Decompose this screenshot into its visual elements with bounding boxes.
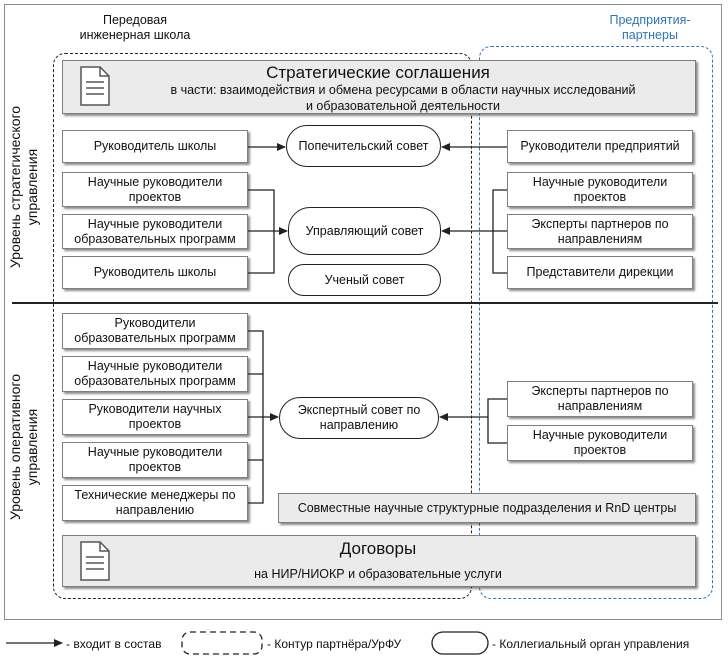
partner-experts-box: Эксперты партнеров по направлениям: [507, 214, 693, 249]
directorate-reps-box: Представители дирекции: [507, 256, 693, 289]
project-research-leads-box: Научные руководители проектов: [62, 442, 248, 478]
program-heads-box: Руководители образовательных программ: [62, 313, 248, 349]
academic-council: Ученый совет: [288, 264, 441, 296]
management-council: Управляющий совет: [288, 207, 441, 255]
strategic-banner-subtitle: в части: взаимодействия и обмена ресурса…: [170, 83, 636, 113]
joint-units-bar: Совместные научные структурные подраздел…: [278, 493, 696, 523]
document-icon: [80, 541, 110, 586]
legend-dashed-rect-icon: [181, 631, 263, 655]
op-partner-experts-box: Эксперты партнеров по направлениям: [507, 381, 693, 417]
partner-research-leads-box: Научные руководители проектов: [507, 172, 693, 207]
expert-council: Экспертный совет по направлению: [279, 397, 439, 439]
contracts-banner: Договоры на НИР/НИОКР и образовательные …: [62, 535, 696, 587]
bracket-right-to-management: [492, 189, 507, 274]
school-head-box: Руководитель школы: [62, 130, 248, 163]
school-contour: [53, 53, 472, 599]
bracket-left-to-management: [248, 189, 275, 274]
bracket-op-left: [248, 330, 264, 504]
project-heads-box: Руководители научных проектов: [62, 399, 248, 435]
contracts-banner-title: Договоры: [339, 539, 417, 558]
legend-graphics: [6, 631, 489, 655]
legend-collegial-label: - Коллегиальный орган управления: [492, 637, 690, 651]
school-head-box-2: Руководитель школы: [62, 256, 248, 289]
level-divider: [12, 302, 718, 304]
op-partner-research-leads-box: Научные руководители проектов: [507, 425, 693, 461]
board-of-trustees: Попечительский совет: [286, 125, 441, 167]
document-icon: [80, 66, 110, 111]
technical-managers-box: Технические менеджеры по направлению: [62, 485, 248, 521]
legend-contour-label: - Контур партнёра/УрФУ: [267, 637, 402, 651]
partners-header: Предприятия- партнеры: [609, 13, 691, 42]
strategic-agreements-banner: Стратегические соглашения в части: взаим…: [62, 60, 696, 114]
program-research-leads-box: Научные руководители образовательных про…: [62, 356, 248, 392]
outer-frame: [4, 4, 722, 620]
school-header: Передовая инженерная школа: [79, 13, 191, 42]
legend-arrow-label: - входит в состав: [66, 637, 162, 651]
enterprise-heads-box: Руководители предприятий: [507, 130, 693, 163]
contracts-banner-subtitle: на НИР/НИОКР и образовательные услуги: [254, 567, 502, 581]
legend-pill-icon: [431, 631, 489, 655]
education-leads-box: Научные руководители образовательных про…: [62, 214, 248, 249]
bracket-op-right: [487, 398, 507, 444]
research-leads-box: Научные руководители проектов: [62, 172, 248, 207]
strategic-banner-title: Стратегические соглашения: [266, 63, 490, 82]
partner-contour: [479, 46, 713, 599]
